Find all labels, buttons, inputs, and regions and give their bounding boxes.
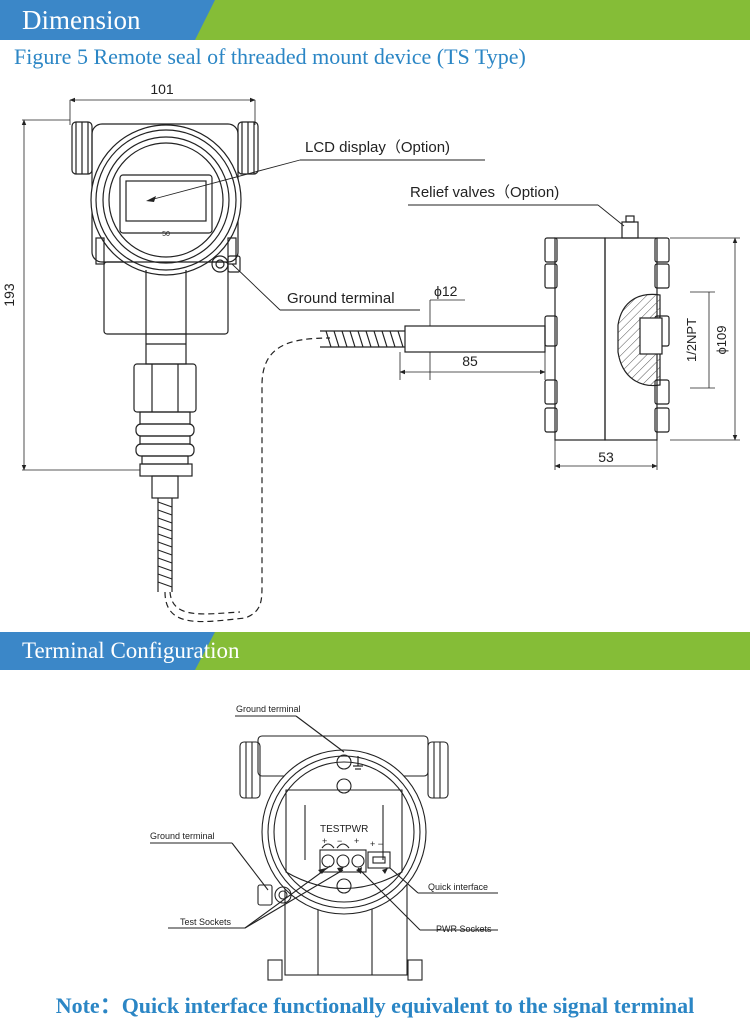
dim-capillary-dia: ϕ12 [434,283,458,299]
pwr-label: PWR [345,824,368,835]
test-label: TEST [320,824,346,835]
terminal-configuration-drawing: Ground terminal Ground terminal TEST PWR… [150,704,498,981]
dimension-banner: Dimension [0,0,750,40]
lcd-display-label: LCD display（Option) [305,139,450,156]
figure-5-caption: Figure 5 Remote seal of threaded mount d… [14,44,526,69]
dim-flange-dia: ϕ109 [714,326,729,355]
dim-width-label: 101 [150,81,174,97]
quick-interface-note: Note：Quick interface functionally equiva… [55,993,695,1018]
dim-height-label: 193 [1,283,17,307]
test-plus-sign: + [322,836,327,846]
quick-interface-label: Quick interface [428,882,488,892]
quick-interface-signs: + − [370,839,383,849]
terminal-banner-bg [0,632,750,670]
test-minus-sign: − [337,836,342,846]
dimension-title: Dimension [22,5,141,35]
dim-flange-width: 53 [598,449,614,465]
terminal-banner: Terminal Configuration [0,632,750,672]
dimension-banner-bg [0,0,750,40]
dim-thread: 1/2NPT [684,318,699,362]
pwr-sockets-label: PWR Sockets [436,924,492,934]
terminal-ground-top-label: Ground terminal [236,704,301,714]
terminal-title: Terminal Configuration [22,638,240,663]
dim-seal-length: 85 [462,353,478,369]
lcd-readout: 50 [162,231,170,238]
relief-valves-label: Relief valves（Option) [410,184,559,201]
remote-seal-drawing: 101 193 50 LCD display（Option) Relief va… [1,81,740,623]
test-sockets-label: Test Sockets [180,917,232,927]
terminal-ground-left-label: Ground terminal [150,831,215,841]
pwr-plus-sign: + [354,836,359,846]
ground-terminal-label: Ground terminal [287,290,395,307]
